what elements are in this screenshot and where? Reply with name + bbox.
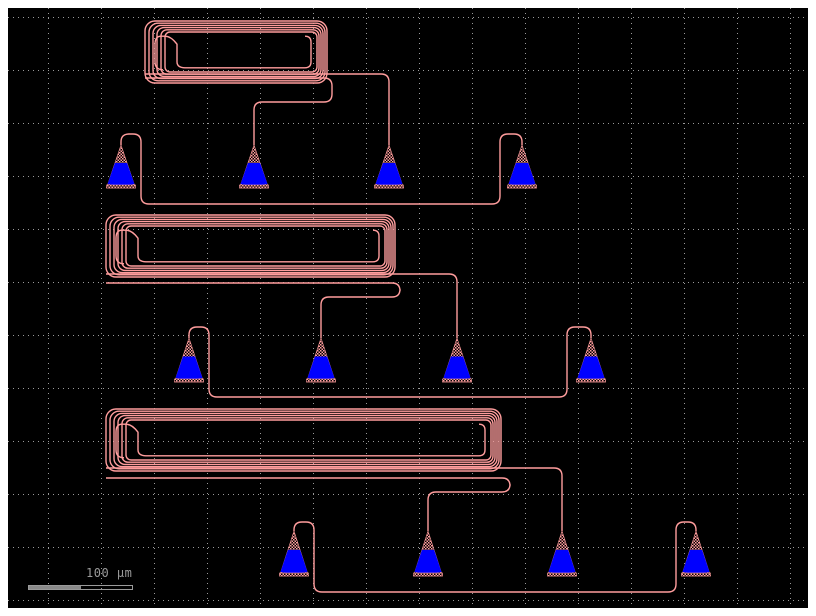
grating-teeth: [682, 549, 710, 574]
spiral-center-bend: [115, 423, 147, 459]
grating-base: [413, 572, 443, 577]
spiral-loop: [121, 417, 494, 463]
grating-teeth: [577, 356, 605, 380]
grating-coupler: [174, 337, 204, 383]
waveguide-route: [106, 467, 563, 531]
spiral-loop: [117, 220, 390, 272]
grating-teeth: [240, 163, 268, 186]
spiral-center-bend: [115, 229, 147, 265]
spiral-center-path: [185, 35, 312, 69]
spiral-loop: [144, 20, 328, 84]
spiral-loop: [156, 26, 322, 78]
waveguide-route: [293, 521, 697, 593]
grating-base: [239, 184, 269, 189]
grating-base: [507, 184, 537, 189]
grating-teeth: [375, 163, 403, 186]
spiral-block-3: [105, 408, 711, 593]
scale-bar-label: 100 µm: [86, 566, 133, 580]
grating-teeth: [107, 163, 135, 186]
spiral-waveguide: [105, 214, 396, 278]
spiral-loop: [105, 408, 502, 472]
grid: [8, 8, 808, 608]
waveguide-route: [145, 77, 333, 145]
grating-coupler: [413, 530, 443, 577]
grating-coupler: [576, 337, 606, 383]
spiral-loop: [113, 412, 498, 468]
grating-base: [174, 378, 204, 383]
grating-teeth: [548, 549, 576, 574]
grating-coupler: [279, 530, 309, 577]
grating-teeth: [175, 356, 203, 380]
grating-base: [442, 378, 472, 383]
waveguide-route: [106, 477, 511, 531]
waveguide-route: [106, 282, 401, 338]
grating-base: [279, 572, 309, 577]
grating-teeth: [280, 549, 308, 574]
scale-bar: [28, 585, 133, 590]
spiral-loop: [125, 419, 492, 461]
scale-bar-fill: [29, 586, 81, 589]
grating-teeth: [443, 356, 471, 380]
spiral-loop: [125, 225, 386, 267]
grating-teeth: [307, 356, 335, 380]
spiral-loop: [109, 410, 500, 470]
devices: [105, 20, 711, 593]
grating-base: [547, 572, 577, 577]
grating-base: [306, 378, 336, 383]
grating-coupler: [547, 530, 577, 577]
grating-teeth: [508, 163, 536, 186]
spiral-loop: [148, 22, 326, 82]
spiral-loop: [121, 223, 388, 269]
spiral-loop: [164, 31, 318, 73]
grating-base: [106, 184, 136, 189]
grating-coupler: [442, 337, 472, 383]
grating-coupler: [681, 530, 711, 577]
grating-base: [374, 184, 404, 189]
grating-coupler: [306, 337, 336, 383]
layout-drawing[interactable]: [8, 8, 808, 608]
grating-base: [576, 378, 606, 383]
grating-teeth: [414, 549, 442, 574]
spiral-center-path: [146, 423, 486, 457]
spiral-center-path: [146, 229, 380, 263]
spiral-loop: [117, 414, 496, 466]
spiral-loop: [109, 216, 394, 276]
grating-coupler: [507, 144, 537, 189]
spiral-waveguide: [105, 408, 502, 472]
spiral-block-2: [105, 214, 606, 398]
grating-coupler: [106, 144, 136, 189]
layout-canvas[interactable]: 100 µm: [8, 8, 808, 608]
waveguide-route: [188, 326, 592, 398]
spiral-block-1: [106, 20, 537, 205]
waveguide-route: [120, 133, 523, 205]
grating-coupler: [239, 144, 269, 189]
waveguide-route: [145, 73, 390, 145]
grating-coupler: [374, 144, 404, 189]
waveguide-route: [106, 273, 458, 338]
spiral-loop: [113, 218, 392, 274]
spiral-loop: [105, 214, 396, 278]
grating-base: [681, 572, 711, 577]
spiral-center-bend: [154, 35, 186, 71]
